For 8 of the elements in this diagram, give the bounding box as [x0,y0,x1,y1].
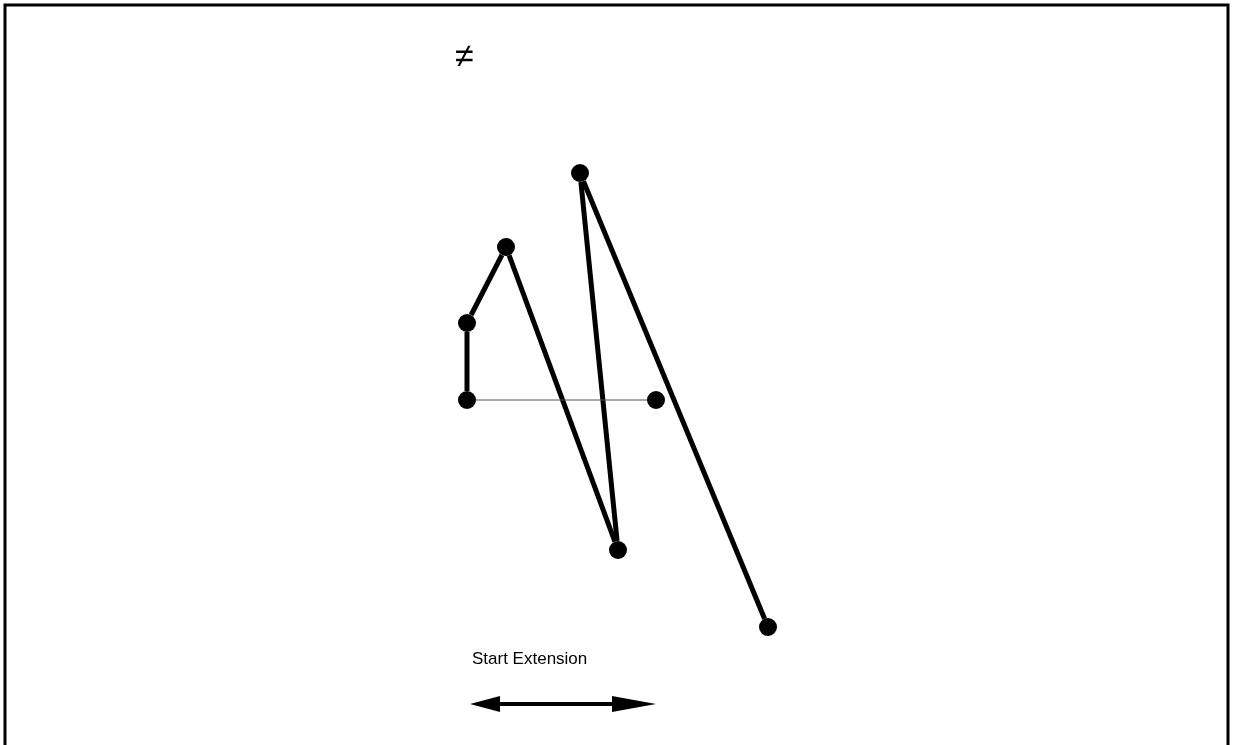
text-label: Start Extension [472,650,588,667]
symbol-label: ≠ [455,38,474,72]
connector-line [581,180,767,620]
connector-line [506,254,618,543]
connector-line [475,399,648,401]
connector-line [464,332,470,391]
connector-line [578,181,620,542]
connector-line [468,253,505,317]
